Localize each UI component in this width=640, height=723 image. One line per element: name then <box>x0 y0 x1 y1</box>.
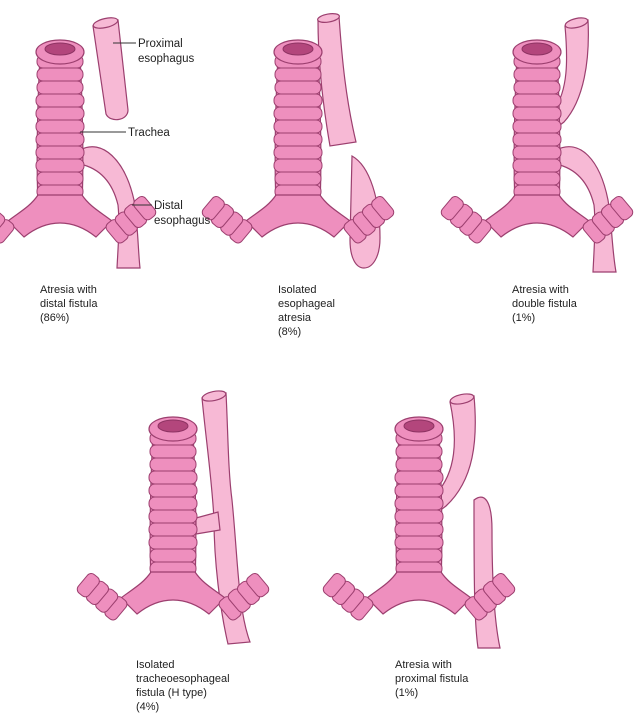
label-proximal-esophagus-1: Proximal <box>138 38 183 50</box>
svg-text:(1%): (1%) <box>512 312 535 324</box>
svg-text:(1%): (1%) <box>395 687 418 699</box>
svg-text:(4%): (4%) <box>136 701 159 713</box>
label-proximal-esophagus-2: esophagus <box>138 53 195 65</box>
label-distal-esophagus-2: esophagus <box>154 215 211 227</box>
panel-h-type <box>74 390 272 645</box>
label-trachea: Trachea <box>128 127 170 139</box>
svg-text:double fistula: double fistula <box>512 298 578 310</box>
svg-text:fistula (H type): fistula (H type) <box>136 687 207 699</box>
svg-text:proximal fistula: proximal fistula <box>395 673 469 685</box>
svg-text:atresia: atresia <box>278 312 312 324</box>
svg-text:Atresia with: Atresia with <box>40 284 97 296</box>
svg-text:esophageal: esophageal <box>278 298 335 310</box>
label-distal-esophagus-1: Distal <box>154 200 183 212</box>
caption-isolated-atresia: Isolated esophageal atresia (8%) <box>278 284 335 338</box>
panel-distal-fistula <box>0 17 159 269</box>
svg-text:Isolated: Isolated <box>278 284 317 296</box>
svg-text:distal fistula: distal fistula <box>40 298 98 310</box>
svg-text:Atresia with: Atresia with <box>512 284 569 296</box>
panel-isolated-atresia <box>199 13 397 269</box>
caption-distal-fistula: Atresia with distal fistula (86%) <box>40 284 98 324</box>
caption-double-fistula: Atresia with double fistula (1%) <box>512 284 578 324</box>
panel-proximal-fistula <box>320 393 518 649</box>
caption-proximal-fistula: Atresia with proximal fistula (1%) <box>395 659 469 699</box>
caption-h-type: Isolated tracheoesophageal fistula (H ty… <box>136 659 230 713</box>
svg-text:Isolated: Isolated <box>136 659 175 671</box>
svg-text:(8%): (8%) <box>278 326 301 338</box>
panel-double-fistula <box>438 17 636 273</box>
svg-text:tracheoesophageal: tracheoesophageal <box>136 673 230 685</box>
svg-text:(86%): (86%) <box>40 312 69 324</box>
svg-text:Atresia with: Atresia with <box>395 659 452 671</box>
